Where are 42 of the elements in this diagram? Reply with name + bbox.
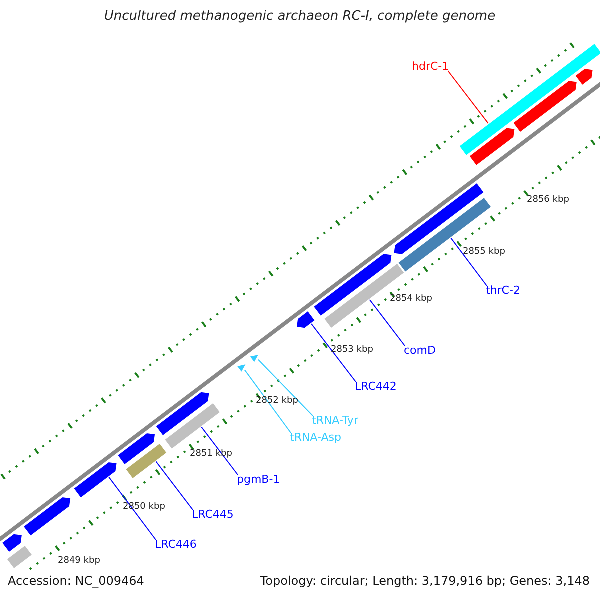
scale-label: 2849 kbp [58, 557, 100, 566]
gene-label: hdrC-1 [412, 61, 450, 72]
leader-line [448, 70, 490, 124]
gene-block [164, 402, 222, 450]
gene-label: LRC442 [355, 381, 397, 392]
trna-marker [236, 363, 248, 374]
gene-label: tRNA-Asp [290, 432, 342, 443]
gene-label: comD [404, 345, 436, 356]
gene-label: LRC446 [155, 539, 197, 550]
leader-line [258, 359, 314, 416]
leader-line [369, 299, 406, 346]
gene-block [155, 392, 210, 437]
leader-line [200, 426, 238, 476]
gene-block [393, 182, 485, 256]
gene-block [6, 544, 34, 570]
gene-label: tRNA-Tyr [312, 415, 358, 426]
scale-label: 2856 kbp [527, 196, 570, 205]
gene-block [296, 310, 316, 329]
scale-label: 2853 kbp [331, 346, 374, 355]
accession-text: Accession: NC_009464 [8, 575, 144, 587]
scale-label: 2855 kbp [463, 248, 506, 257]
gene-label: pgmB-1 [237, 474, 280, 485]
gene-block [22, 496, 72, 537]
gene-block [125, 442, 168, 480]
leader-line [108, 476, 156, 540]
title: Uncultured methanogenic archaeon RC-I, complete genome [103, 10, 497, 23]
genome-stats-text: Topology: circular; Length: 3,179,916 bp; Genes: 3,148 [260, 575, 590, 587]
gene-label: LRC445 [192, 509, 234, 520]
leader-line [156, 460, 194, 510]
gene-block [574, 68, 594, 86]
scale-label: 2854 kbp [390, 295, 432, 304]
gene-block [73, 462, 118, 499]
leader-line [450, 237, 488, 286]
trna-marker [248, 354, 260, 364]
leader-line [244, 370, 292, 434]
gene-label: thrC-2 [486, 285, 520, 296]
gene-block [468, 127, 516, 166]
gene-block [117, 432, 156, 466]
gene-block [512, 80, 578, 134]
leader-line [310, 323, 356, 382]
gene-block [458, 43, 600, 156]
gene-block [1, 534, 23, 554]
